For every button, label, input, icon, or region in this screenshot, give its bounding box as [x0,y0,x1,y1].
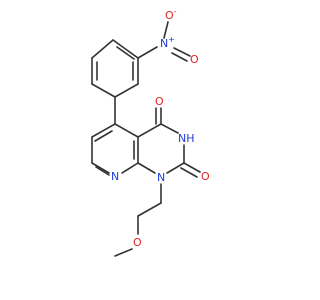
bond [114,123,139,138]
bond [91,39,114,59]
bond [91,83,116,98]
bond [137,46,158,59]
bond [114,248,133,257]
bond [95,166,110,176]
ring-nitrogen-label: N [157,171,165,184]
pyridine-nitrogen-label: N [111,170,119,183]
carbonyl-oxygen-c4-label: O [155,95,164,108]
bond [114,83,139,98]
nitro-oxygen-label: O [190,53,199,66]
amide-nitrogen-label: NH [178,132,195,145]
carbonyl-oxygen-c2-label: O [201,170,210,183]
bond [171,52,188,62]
atom-labels: N+ O- O O NH O N N O [111,7,210,250]
bond [173,47,191,57]
bond [137,123,162,138]
bond [160,123,179,134]
bond [183,162,201,173]
molecule-structure: N+ O- O O NH O N N O [91,7,210,257]
bond [166,162,185,174]
bond [91,123,116,138]
bond [116,46,135,60]
nitro-oxygen-minus-label: O- [165,7,177,23]
bond [94,130,113,142]
bond [163,21,169,39]
bond [112,39,139,59]
bond [180,167,198,178]
bond [91,162,110,174]
bond [121,162,139,174]
bonds [91,21,201,257]
ether-oxygen-label: O [133,236,142,249]
bond [137,162,156,174]
bond [137,202,162,217]
nitro-nitrogen-label: N+ [160,35,175,51]
